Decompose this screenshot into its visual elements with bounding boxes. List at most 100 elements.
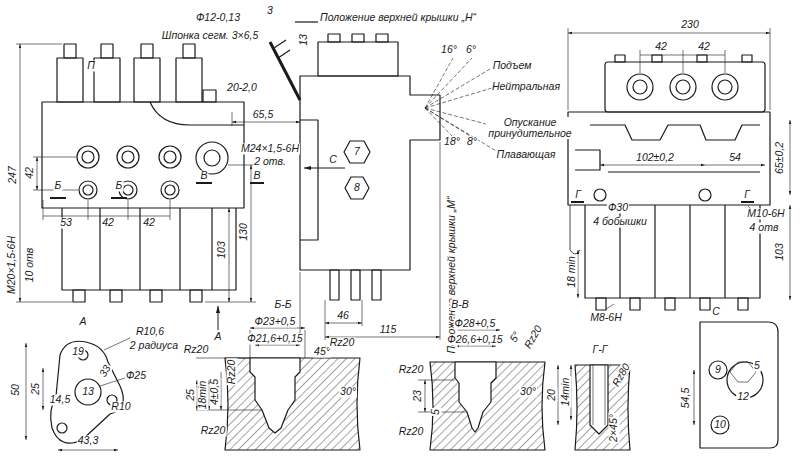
drawing-label: 13 (81, 386, 95, 397)
dimension-line (568, 33, 770, 34)
drawing-label: 23 (412, 389, 423, 403)
top-view (627, 74, 653, 100)
drawing-label: 5 (753, 360, 761, 371)
drawing-label: 16° (440, 44, 458, 55)
top-view (697, 55, 707, 62)
top-view (665, 298, 675, 310)
drawing-label: 5 (430, 408, 441, 416)
drawing-label: Г-Г (592, 344, 609, 355)
drawing-label: В (252, 170, 261, 181)
detail-a-flange (51, 341, 124, 443)
drawing-label: Rz20 (329, 337, 356, 348)
section-b-b (225, 358, 360, 450)
front-view (83, 185, 93, 195)
drawing-label: С (711, 306, 721, 317)
drawing-label: 13 (298, 33, 309, 47)
dimension-line (640, 50, 641, 73)
dimension-line (20, 44, 21, 302)
dimension-line (170, 200, 171, 220)
side-view (270, 22, 440, 300)
front-view (101, 44, 113, 58)
drawing-label: 42 (24, 166, 35, 180)
drawing-label: Г (743, 189, 751, 200)
top-view (615, 55, 625, 62)
drawing-label: П (86, 60, 96, 71)
top-view (585, 205, 760, 298)
front-view (183, 44, 195, 58)
dimension-line (606, 304, 614, 309)
view-c (700, 322, 778, 448)
dimension-line (43, 216, 170, 217)
drawing-label: 43,3 (77, 435, 99, 446)
top-view (712, 74, 738, 100)
drawing-label: Rz20 (183, 344, 210, 355)
front-view (64, 44, 76, 58)
dimension-line (37, 157, 38, 190)
side-view (295, 21, 318, 22)
section-g-g (593, 365, 605, 425)
section-v-v (430, 362, 545, 450)
section-v-v (455, 362, 496, 432)
dimension-line (558, 365, 571, 425)
drawing-label: 42 (697, 41, 711, 52)
drawing-label: 42 (101, 217, 115, 228)
front-view (196, 142, 228, 174)
dimension-line (305, 330, 306, 358)
top-view (596, 298, 606, 310)
side-view (270, 42, 300, 100)
lever-position-lines (425, 88, 492, 108)
top-view (594, 189, 606, 201)
drawing-label: R10 (110, 401, 131, 412)
front-view (150, 290, 162, 302)
dimension-line (578, 250, 579, 298)
drawing-label: 103 (216, 240, 227, 260)
drawing-label: 10 (713, 419, 727, 430)
drawing-label: 6° (465, 44, 477, 55)
drawing-label: 2×45° (608, 413, 619, 443)
drawing-label: 8 (353, 182, 361, 193)
drawing-label: 54,5 (680, 387, 691, 409)
drawing-label: 25 (30, 382, 41, 396)
dimension-line (229, 208, 230, 302)
drawing-label: Ф25 (125, 370, 147, 381)
drawing-label: 130 (238, 222, 249, 242)
drawing-label: 14min (560, 377, 571, 408)
section-b-b (250, 358, 300, 433)
front-view (94, 58, 120, 102)
drawing-label: Ф26,6+0,15 (446, 334, 503, 345)
front-view (82, 151, 94, 163)
front-view (122, 151, 134, 163)
front-view (110, 290, 122, 302)
dimension-line (221, 372, 222, 410)
front-view (50, 183, 264, 198)
top-view (575, 150, 760, 172)
dimension-line (300, 142, 440, 340)
drawing-label: 20-2,0 (226, 82, 258, 93)
dimension-line (790, 120, 791, 195)
drawing-label: Rz20 (398, 364, 425, 375)
drawing-label: 25 (185, 388, 196, 402)
dimension-line (600, 165, 705, 166)
drawing-label: 8° (466, 136, 478, 147)
dimension-line (325, 300, 326, 340)
drawing-label: 10 отв (24, 247, 35, 284)
drawing-label: Подъем (492, 60, 533, 71)
top-view (633, 80, 647, 94)
top-view (605, 62, 765, 112)
dimension-line (228, 165, 256, 166)
view-c (700, 322, 778, 448)
drawing-label: 54 (728, 152, 742, 163)
front-view (77, 146, 99, 168)
dimension-line (196, 358, 250, 359)
drawing-label: Rz20 (398, 426, 425, 437)
dimension-line (16, 302, 72, 303)
drawing-label: 33 (97, 362, 113, 379)
front-view (204, 150, 220, 166)
dimension-line (232, 122, 300, 123)
top-view (568, 55, 770, 310)
section-g-g (590, 365, 608, 434)
front-view (165, 185, 175, 195)
dimension-line (694, 370, 695, 425)
